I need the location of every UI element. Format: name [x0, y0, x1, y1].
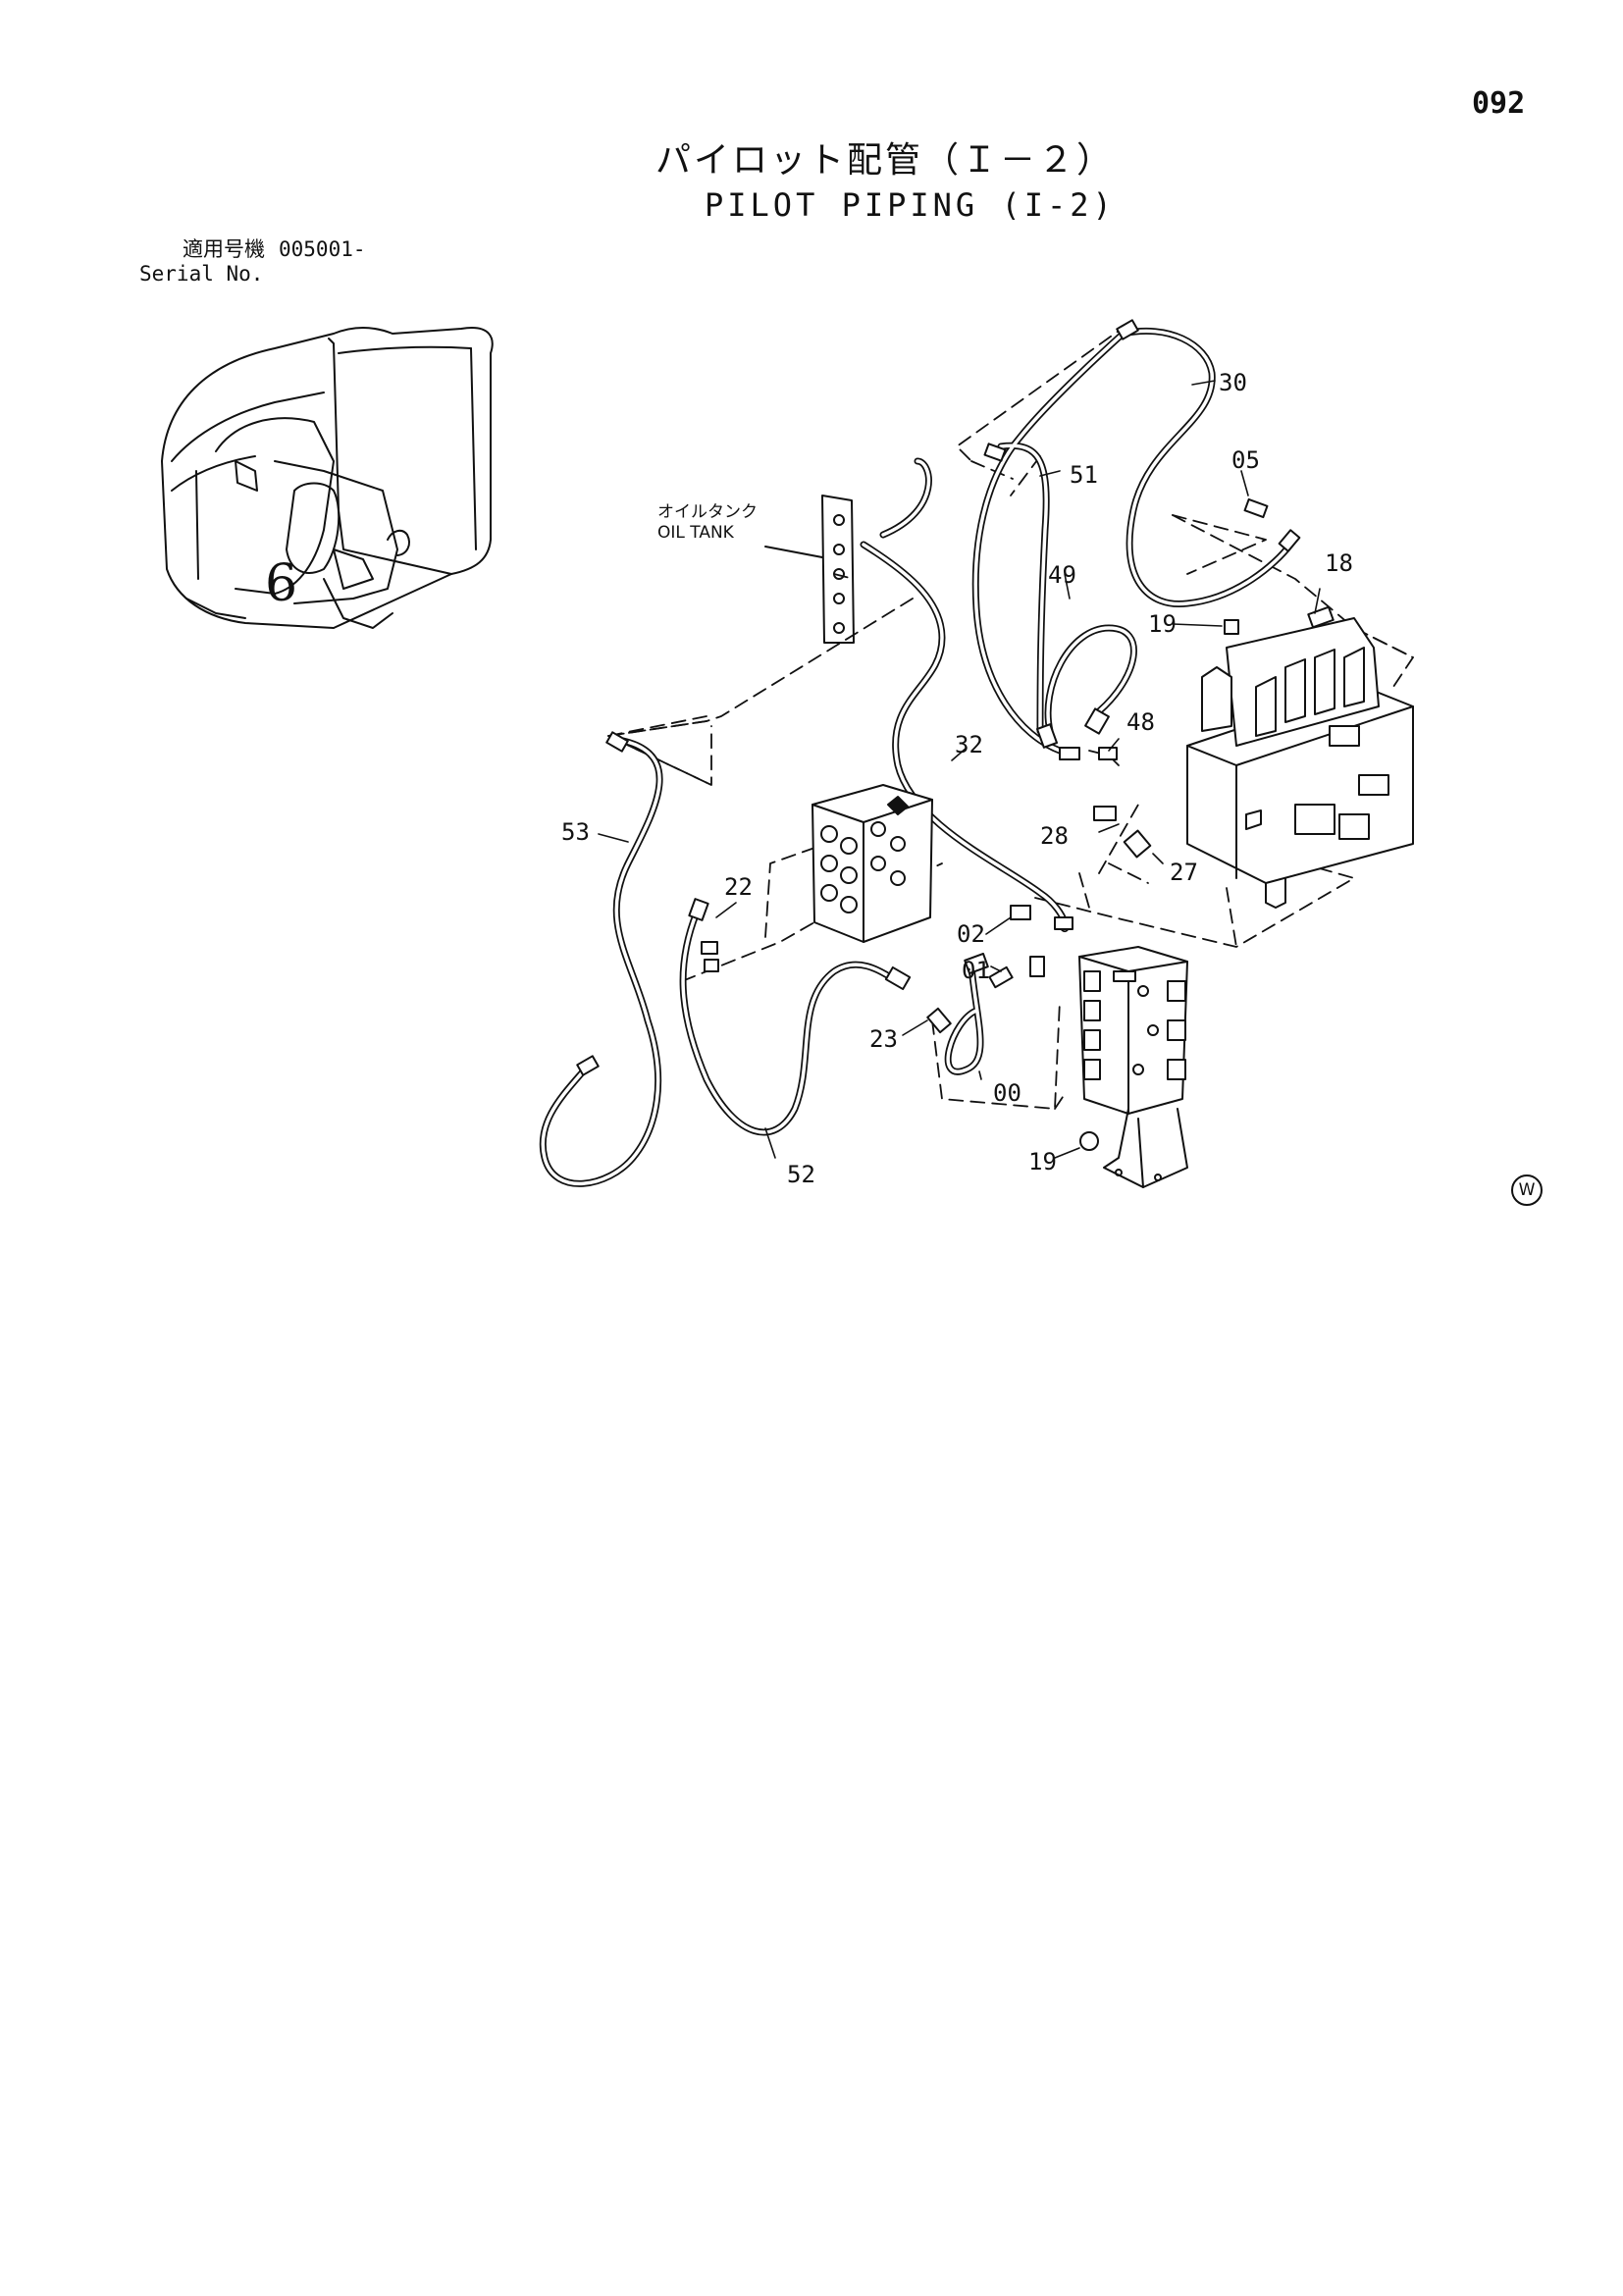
- oil-tank-label-japanese: オイルタンク: [657, 502, 758, 522]
- oil-tank-plate: [821, 495, 855, 644]
- oil-tank-label-english: OIL TANK: [657, 523, 734, 543]
- part-48-label: 48: [1126, 708, 1155, 736]
- part-52-label: 52: [787, 1161, 815, 1188]
- part-32-label: 32: [955, 731, 983, 758]
- part-28-label: 28: [1040, 822, 1069, 850]
- page-number: 092: [1472, 86, 1526, 121]
- part-00-label: 00: [993, 1079, 1021, 1107]
- valve-block-left: [812, 784, 933, 943]
- part-51-label: 51: [1070, 461, 1098, 489]
- page-title-japanese: パイロット配管（Ｉ－２）: [655, 140, 1116, 181]
- part-53-label: 53: [561, 818, 590, 846]
- serial-label-japanese: 適用号機: [183, 237, 265, 261]
- part-22-label: 22: [724, 873, 753, 901]
- part-18-label: 18: [1325, 549, 1353, 577]
- part-19-label-upper: 19: [1148, 610, 1177, 638]
- circled-w-mark: W: [1511, 1174, 1543, 1206]
- part-02-label: 02: [957, 920, 985, 948]
- part-05-label: 05: [1231, 446, 1260, 474]
- serial-label-english: Serial No.: [139, 262, 264, 286]
- inset-mark: 6: [265, 554, 297, 613]
- serial-block: 適用号機 005001- Serial No.: [139, 237, 366, 287]
- part-19-label-lower: 19: [1028, 1148, 1057, 1175]
- serial-value: 005001-: [279, 237, 366, 261]
- pilot-manifold: [1078, 946, 1188, 1188]
- part-27-label: 27: [1170, 859, 1198, 886]
- machine-inset-illustration: [161, 327, 494, 629]
- control-valve-right: [1186, 617, 1414, 909]
- part-49-label: 49: [1048, 561, 1076, 589]
- part-23-label: 23: [869, 1025, 898, 1053]
- part-30-label: 30: [1219, 369, 1247, 396]
- oil-tank-label: オイルタンク OIL TANK: [657, 502, 758, 544]
- part-01-label: 01: [962, 957, 990, 984]
- page-title-english: PILOT PIPING (I-2): [705, 186, 1116, 224]
